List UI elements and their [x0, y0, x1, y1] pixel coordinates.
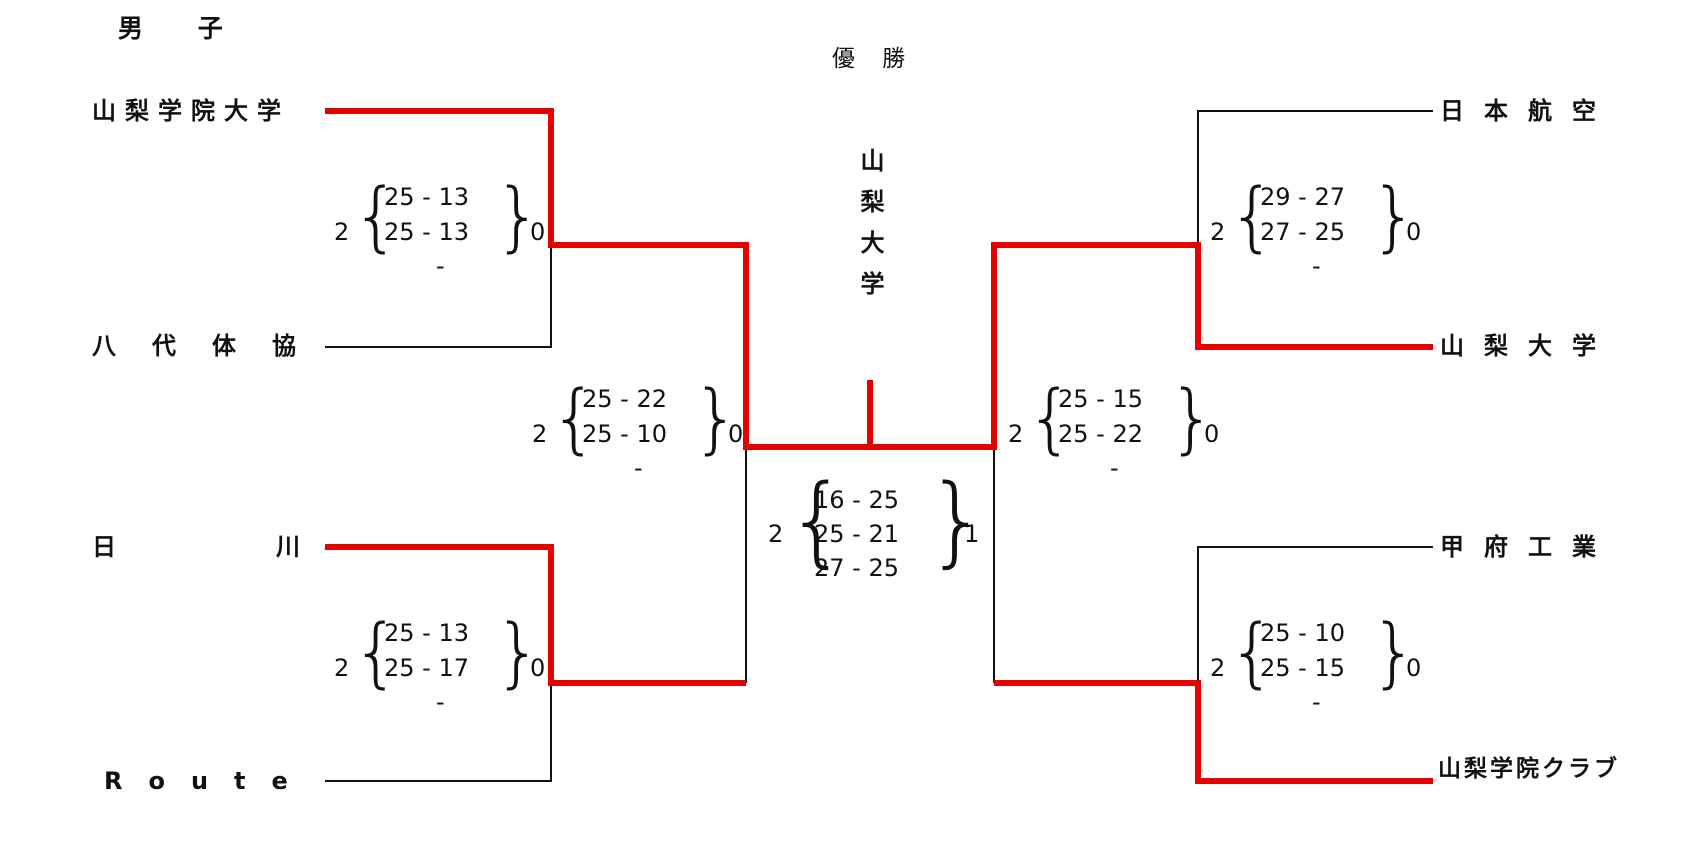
set-score: 25 - 22 — [1058, 420, 1143, 448]
set-score: 25 - 15 — [1058, 385, 1143, 413]
right-brace: } — [1168, 373, 1217, 462]
champion-name: 山梨大学 — [856, 148, 884, 312]
sets-won: 2 — [532, 420, 548, 448]
sets-won: 2 — [768, 520, 784, 548]
team-yamanashi-gakuin-club: 山梨学院クラブ — [1438, 756, 1620, 782]
set-score: 27 - 25 — [1260, 218, 1345, 246]
team-yashiro-taikyo: 八代体協 — [92, 332, 332, 360]
team-nikkawa: 日川 — [92, 533, 460, 561]
right-r1-bottom-loser-line — [1197, 546, 1433, 683]
set-score: 29 - 27 — [1260, 183, 1345, 211]
left-brace: { — [1228, 607, 1277, 696]
sets-won: 2 — [334, 654, 350, 682]
left-brace: { — [352, 171, 401, 260]
set-score: 25 - 15 — [1260, 654, 1345, 682]
set-score: 25 - 10 — [582, 420, 667, 448]
sets-lost: 1 — [964, 520, 980, 548]
right-brace: } — [692, 373, 741, 462]
team-nihon-koku: 日本航空 — [1440, 97, 1616, 125]
set-score: 16 - 25 — [814, 486, 899, 514]
left-winner-path-bottom — [325, 544, 746, 686]
set-score: - — [634, 454, 643, 482]
sets-lost: 0 — [728, 420, 744, 448]
left-brace: { — [352, 607, 401, 696]
set-score: 25 - 21 — [814, 520, 899, 548]
right-winner-path-bottom — [994, 680, 1433, 784]
sets-lost: 0 — [1406, 218, 1422, 246]
sets-lost: 0 — [1204, 420, 1220, 448]
set-score: - — [1110, 454, 1119, 482]
team-yamanashi-univ: 山梨大学 — [1440, 332, 1616, 360]
division-title: 男 子 — [118, 14, 243, 43]
set-score: 25 - 22 — [582, 385, 667, 413]
team-yamanashi-gakuin-univ: 山梨学院大学 — [92, 97, 290, 125]
right-brace: } — [494, 171, 543, 260]
set-score: - — [436, 252, 445, 280]
right-brace: } — [1370, 171, 1419, 260]
right-brace: } — [494, 607, 543, 696]
sets-lost: 0 — [530, 654, 546, 682]
left-r1-bottom-loser-line — [325, 683, 552, 782]
team-kofu-kogyo: 甲府工業 — [1440, 533, 1616, 561]
left-winner-path-top — [325, 108, 870, 450]
left-brace: { — [1228, 171, 1277, 260]
sets-won: 2 — [1210, 218, 1226, 246]
sets-lost: 0 — [530, 218, 546, 246]
team-route: Route — [104, 767, 314, 795]
sets-won: 2 — [1210, 654, 1226, 682]
set-score: 25 - 13 — [384, 183, 469, 211]
right-r1-top-loser-line — [1197, 110, 1433, 245]
left-brace: { — [1026, 373, 1075, 462]
set-score: - — [436, 688, 445, 716]
left-brace: { — [550, 373, 599, 462]
set-score: - — [1312, 688, 1321, 716]
set-score: 25 - 13 — [384, 619, 469, 647]
set-score: - — [1312, 252, 1321, 280]
right-brace: } — [926, 464, 989, 578]
set-score: 25 - 17 — [384, 654, 469, 682]
champion-header: 優 勝 — [832, 46, 916, 72]
set-score: 25 - 13 — [384, 218, 469, 246]
left-r1-top-loser-line — [325, 245, 552, 348]
set-score: 27 - 25 — [814, 554, 899, 582]
champion-path — [867, 242, 1433, 450]
sets-won: 2 — [334, 218, 350, 246]
set-score: 25 - 10 — [1260, 619, 1345, 647]
right-brace: } — [1370, 607, 1419, 696]
left-brace: { — [786, 464, 849, 578]
sets-lost: 0 — [1406, 654, 1422, 682]
sets-won: 2 — [1008, 420, 1024, 448]
